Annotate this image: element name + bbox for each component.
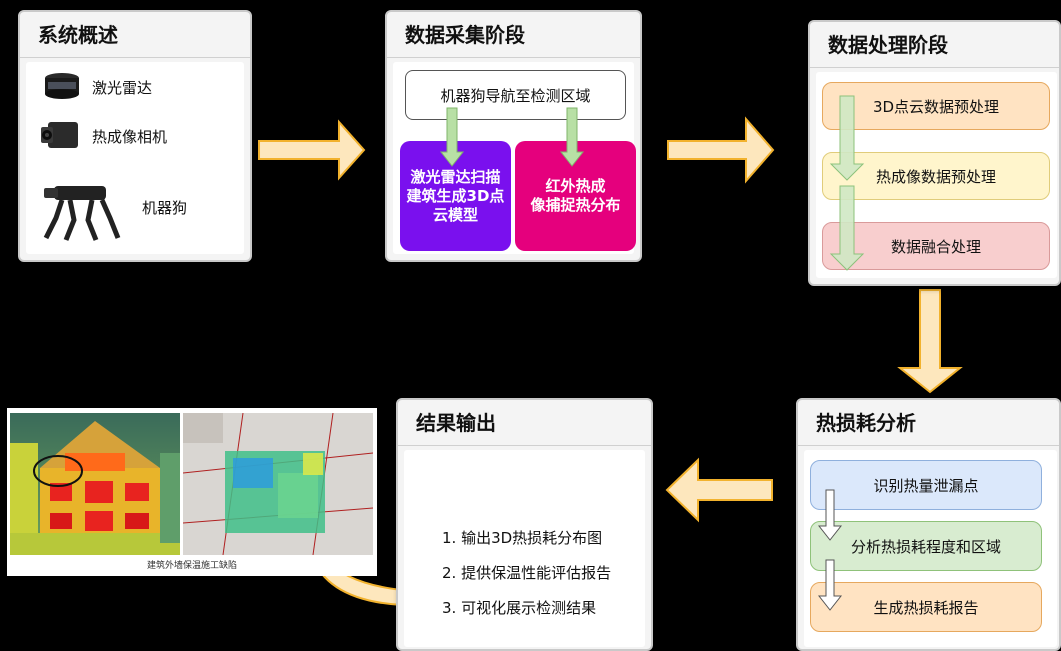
overview-item-lidar: 激光雷达: [92, 79, 153, 97]
analysis-step-leak: 识别热量泄漏点: [810, 460, 1042, 510]
collection-lidar-line2: 建筑生成3D点: [406, 186, 505, 205]
output-panel: 结果输出 1. 输出3D热损耗分布图 2. 提供保温性能评估报告 3. 可视化展…: [396, 398, 653, 651]
thermal-photo-caption: 建筑外墙保温施工缺陷: [146, 561, 237, 571]
collection-thermal-line1: 红外热成: [545, 177, 606, 195]
collection-lidar-line3: 云模型: [432, 205, 478, 224]
thermal-photo-panel: 建筑外墙保温施工缺陷: [7, 408, 377, 576]
overview-item-robot-dog: 机器狗: [142, 199, 188, 217]
arrow-collection-to-processing: [667, 116, 775, 184]
overview-title: 系统概述: [20, 12, 250, 58]
processing-step-thermal: 热成像数据预处理: [822, 152, 1050, 200]
arrow-analysis-to-output: [665, 457, 773, 523]
robot-dog-icon: [43, 186, 121, 241]
collection-connector-right: [559, 107, 585, 167]
processing-body: 3D点云数据预处理 热成像数据预处理 数据融合处理: [816, 72, 1057, 278]
overview-panel: 系统概述 激光雷达 热成像相机 机器狗: [18, 10, 252, 262]
collection-lidar-line1: 激光雷达扫描: [410, 167, 501, 186]
processing-step-fusion: 数据融合处理: [822, 222, 1050, 270]
output-item-2: 2. 提供保温性能评估报告: [442, 564, 612, 582]
processing-connector-2: [829, 185, 865, 271]
analysis-connector-2: [817, 559, 843, 611]
overview-body: 激光雷达 热成像相机 机器狗: [26, 62, 244, 254]
analysis-panel: 热损耗分析 识别热量泄漏点 分析热损耗程度和区域 生成热损耗报告: [796, 398, 1061, 651]
collection-connector-left: [439, 107, 465, 167]
overview-item-thermal-camera: 热成像相机: [92, 128, 168, 146]
thermal-camera-icon: [41, 122, 78, 148]
arrow-overview-to-collection: [258, 119, 366, 181]
collection-body: 机器狗导航至检测区域 激光雷达扫描 建筑生成3D点 云模型 红外热成 像捕捉热分…: [393, 62, 636, 254]
output-body: 1. 输出3D热损耗分布图 2. 提供保温性能评估报告 3. 可视化展示检测结果: [404, 450, 645, 647]
thermal-image-building: [10, 413, 180, 555]
processing-connector-1: [829, 95, 865, 181]
collection-thermal-line2: 像捕捉热分布: [530, 196, 621, 214]
processing-title: 数据处理阶段: [810, 22, 1059, 68]
output-title: 结果输出: [398, 400, 651, 446]
arrow-processing-to-analysis: [897, 289, 963, 394]
analysis-step-report: 生成热损耗报告: [810, 582, 1042, 632]
processing-step-pointcloud: 3D点云数据预处理: [822, 82, 1050, 130]
output-item-3: 3. 可视化展示检测结果: [442, 599, 597, 617]
analysis-connector-1: [817, 489, 843, 541]
collection-title: 数据采集阶段: [387, 12, 640, 58]
collection-panel: 数据采集阶段 机器狗导航至检测区域 激光雷达扫描 建筑生成3D点 云模型 红外热…: [385, 10, 642, 262]
thermal-image-wall: [183, 413, 373, 555]
collection-nav-box: 机器狗导航至检测区域: [405, 70, 626, 120]
analysis-body: 识别热量泄漏点 分析热损耗程度和区域 生成热损耗报告: [804, 450, 1057, 647]
analysis-step-degree: 分析热损耗程度和区域: [810, 521, 1042, 571]
lidar-icon: [45, 73, 79, 99]
output-item-1: 1. 输出3D热损耗分布图: [442, 529, 603, 547]
analysis-title: 热损耗分析: [798, 400, 1059, 446]
